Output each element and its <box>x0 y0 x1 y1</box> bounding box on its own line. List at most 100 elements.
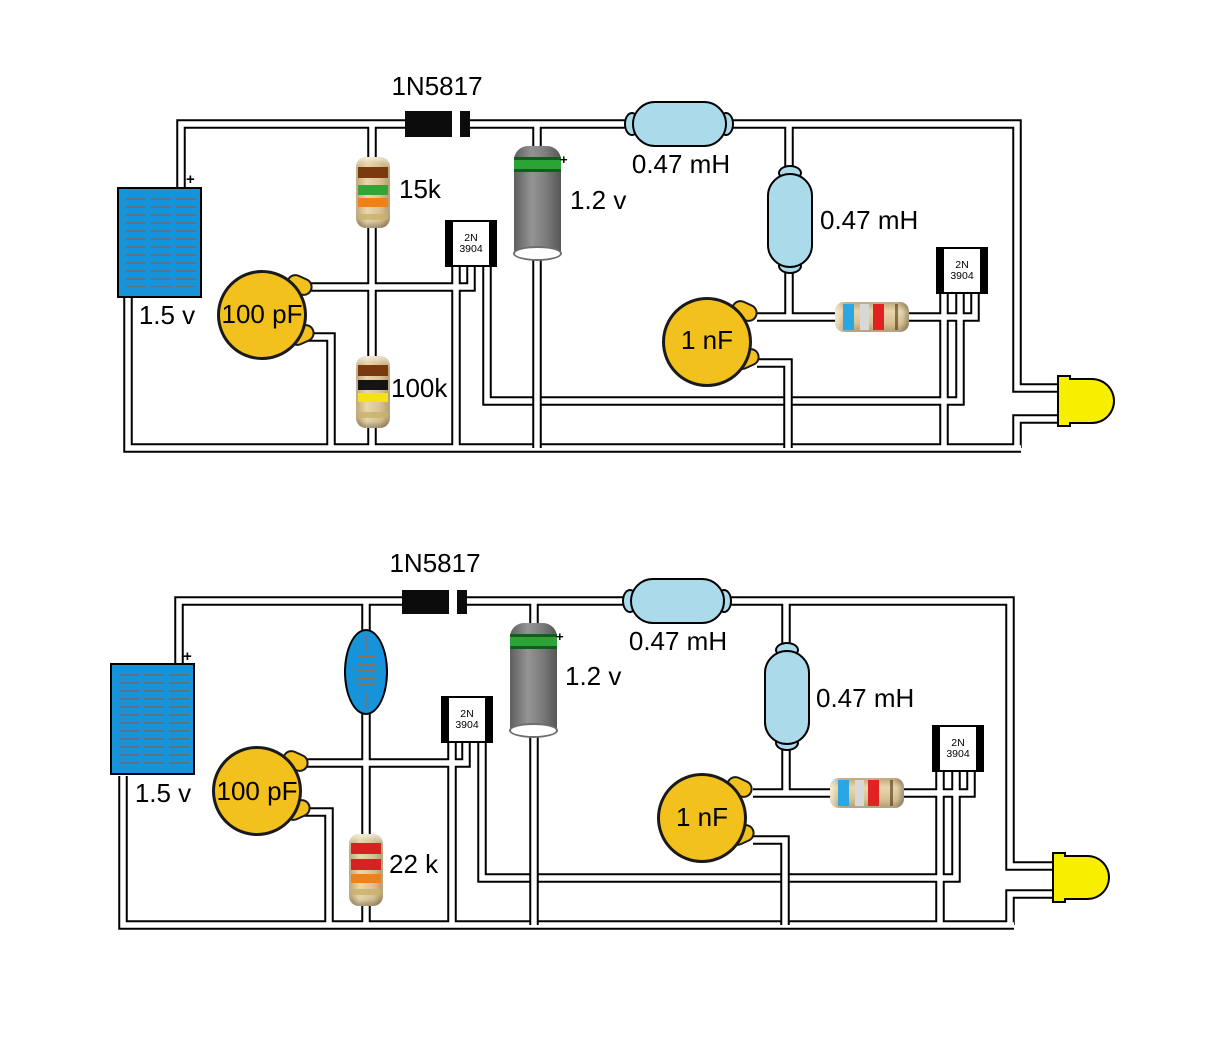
inductor-l1-label: 0.47 mH <box>631 149 731 179</box>
wire-base-junction-2 <box>303 741 471 768</box>
wire-q1-q2-link-2 <box>479 741 959 881</box>
battery-plus-sign: + <box>556 629 564 644</box>
band-orange <box>358 198 388 207</box>
resistor-22k <box>349 834 383 906</box>
transistor-label-line2: 3904 <box>946 747 970 760</box>
wire-top-bus-right-led-2 <box>720 598 1053 869</box>
resistor-15k <box>356 157 390 228</box>
diode-label: 1N5817 <box>389 548 481 578</box>
led <box>1069 378 1115 424</box>
wire-base-junction <box>307 264 476 292</box>
panel-plus-sign: + <box>186 171 195 188</box>
wire-led-return <box>1012 414 1058 448</box>
band-red <box>351 859 381 870</box>
wire-bottom-bus-2 <box>120 776 1014 928</box>
battery-negative-end <box>509 723 558 738</box>
coil-lead <box>365 693 367 709</box>
solar-panel <box>117 187 202 298</box>
resistor-100k <box>356 356 390 428</box>
transistor-label-line2: 3904 <box>950 269 974 282</box>
transistor-q1: 2N 3904 <box>441 696 493 743</box>
panel-voltage-label: 1.5 v <box>134 778 192 808</box>
transistor-q2-label: 2N 3904 <box>938 249 986 292</box>
capacitor-100pf-label: 100 pF <box>221 299 303 329</box>
transistor-label-line1: 2N <box>460 707 474 720</box>
band-brown <box>358 365 388 376</box>
band-gray <box>860 304 869 330</box>
band-gray <box>855 780 864 806</box>
wire-led-return-2 <box>1007 891 1053 925</box>
wire-tank-cap-return <box>757 360 791 448</box>
wire-group-over <box>531 250 791 925</box>
battery-voltage-label: 1.2 v <box>565 661 622 691</box>
resistor-22k-label: 22 k <box>389 849 439 879</box>
diode-cathode-band <box>449 590 457 614</box>
solar-cell-column <box>119 674 139 764</box>
inductor-l2 <box>767 173 813 268</box>
resistor-feedback <box>835 302 909 332</box>
resistor-100k-label: 100k <box>391 373 448 403</box>
band-brown <box>358 167 388 178</box>
band-orange <box>351 874 381 883</box>
inductor-l2-label: 0.47 mH <box>816 683 915 713</box>
wire-led-return-2 <box>1005 889 1053 925</box>
solar-cell-column <box>169 674 189 764</box>
battery-voltage-label: 1.2 v <box>570 185 627 215</box>
transistor-label-line2: 3904 <box>459 242 483 255</box>
band-blue <box>838 780 849 806</box>
battery-plus-sign: + <box>560 152 568 167</box>
battery-negative-end <box>513 246 562 261</box>
capacitor-1nf-label: 1 nF <box>680 325 734 355</box>
battery-stripe <box>514 157 561 172</box>
inductor-l2-label: 0.47 mH <box>820 205 919 235</box>
capacitor-100pf <box>212 746 302 836</box>
transistor-label-line1: 2N <box>955 258 969 271</box>
solar-panel <box>110 663 195 775</box>
wire-top-bus-left-2 <box>176 598 403 665</box>
wire-cap-return <box>305 332 336 448</box>
capacitor-100pf-label: 100 pF <box>216 776 298 806</box>
transistor-q1-label: 2N 3904 <box>443 698 491 741</box>
wire-cap-return-2 <box>301 807 334 925</box>
wire-tank-junction <box>757 294 978 320</box>
inductor-l2 <box>764 650 810 745</box>
led <box>1064 855 1110 900</box>
band-red <box>351 843 381 854</box>
coil-meander <box>357 656 375 688</box>
inductor-l1 <box>632 101 727 147</box>
band-red <box>868 780 879 806</box>
panel-plus-sign: + <box>183 648 192 665</box>
wire-top-bus-left <box>178 121 406 188</box>
band-black <box>358 380 388 390</box>
band-blue <box>843 304 854 330</box>
battery-stripe <box>510 634 557 649</box>
capacitor-100pf <box>217 270 307 360</box>
diode-label: 1N5817 <box>391 71 483 101</box>
transistor-label-line1: 2N <box>951 736 965 749</box>
wire-top-bus-right-led <box>723 121 1058 391</box>
battery <box>513 146 562 261</box>
wire-tank-junction-2 <box>753 771 974 796</box>
wire-bottom-bus <box>125 297 1021 451</box>
band-gold <box>358 412 388 418</box>
band-gold <box>358 214 388 220</box>
solar-cell-column <box>144 674 164 764</box>
coil-lead <box>365 635 367 651</box>
battery <box>509 623 558 738</box>
transistor-label-line2: 3904 <box>455 718 479 731</box>
inductor-l1 <box>630 578 725 624</box>
wire-cap-return-2 <box>301 809 332 925</box>
oscillator-coil-component <box>344 629 388 715</box>
transistor-label-line1: 2N <box>464 231 478 244</box>
transistor-q2: 2N 3904 <box>932 725 984 772</box>
transistor-q1: 2N 3904 <box>445 220 497 267</box>
diode-1n5817 <box>405 111 470 137</box>
diode-cathode-band <box>452 111 460 137</box>
solar-cell-column <box>126 198 146 287</box>
wire-base-junction <box>307 264 474 290</box>
wire-base-junction-2 <box>303 741 469 766</box>
wire-q1-q2-link <box>484 264 963 404</box>
capacitor-1nf <box>662 297 752 387</box>
wire-led-return <box>1014 416 1058 448</box>
